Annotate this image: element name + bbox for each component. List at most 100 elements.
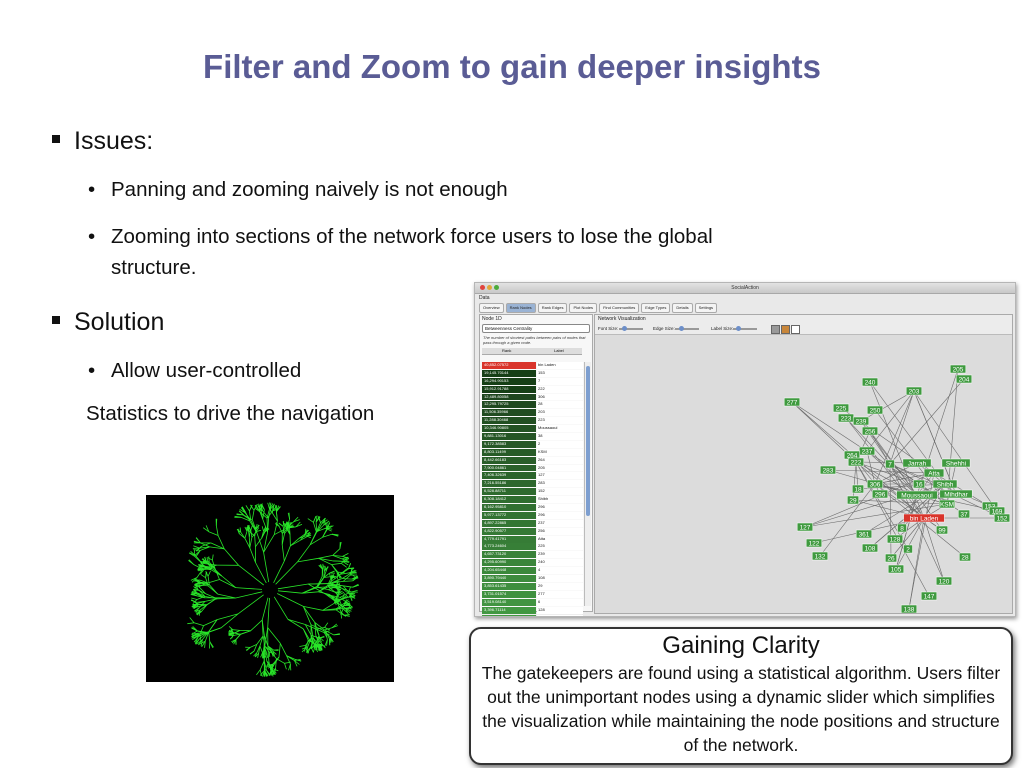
font-size-slider[interactable] [619, 328, 643, 330]
graph-node-box[interactable] [903, 513, 945, 523]
graph-node-box[interactable] [939, 489, 973, 499]
graph-node-box[interactable] [852, 484, 864, 494]
image-export-icon[interactable] [791, 325, 800, 334]
graph-node-box[interactable] [905, 386, 923, 396]
scrollbar-thumb[interactable] [586, 366, 590, 516]
graph-node-box[interactable] [958, 509, 970, 519]
graph-node-box[interactable] [923, 468, 945, 478]
zoom-icon[interactable] [494, 285, 499, 290]
graph-node-box[interactable] [852, 416, 870, 426]
graph-node-box[interactable] [805, 538, 823, 548]
tab-edge-types[interactable]: Edge Types [641, 303, 671, 313]
tab-find-communities[interactable]: Find Communities [599, 303, 640, 313]
edge-size-slider-knob[interactable] [679, 326, 684, 331]
graph-node-box[interactable] [903, 544, 913, 554]
graph-node-box[interactable] [896, 490, 938, 500]
graph-node[interactable]: 250 [866, 405, 884, 415]
graph-node-box[interactable] [871, 489, 889, 499]
graph-node[interactable]: 138 [900, 604, 918, 613]
graph-node[interactable]: 239 [852, 416, 870, 426]
graph-node-box[interactable] [932, 479, 958, 489]
graph-node[interactable]: 205 [949, 364, 967, 374]
graph-node-box[interactable] [897, 523, 907, 533]
graph-node-box[interactable] [847, 457, 865, 467]
graph-node[interactable]: 7 [885, 459, 895, 469]
graph-node-box[interactable] [855, 529, 873, 539]
graph-node[interactable]: 361 [855, 529, 873, 539]
graph-node[interactable]: Jarrah [902, 458, 932, 468]
graph-node-box[interactable] [936, 525, 948, 535]
graph-node-box[interactable] [900, 604, 918, 613]
graph-node-box[interactable] [902, 458, 932, 468]
graph-node[interactable]: 147 [920, 591, 938, 601]
column-rank[interactable]: Rank [502, 348, 512, 353]
graph-node[interactable]: 306 [866, 479, 884, 489]
graph-node[interactable]: 18 [852, 484, 864, 494]
graph-node[interactable]: Mihdhar [939, 489, 973, 499]
graph-node[interactable]: 127 [796, 522, 814, 532]
close-icon[interactable] [480, 285, 485, 290]
graph-node[interactable]: 152 [993, 513, 1011, 523]
graph-node[interactable]: 37 [958, 509, 970, 519]
graph-node[interactable]: 108 [861, 543, 879, 553]
graph-node[interactable]: 2 [903, 544, 913, 554]
graph-node[interactable]: 8 [897, 523, 907, 533]
graph-node[interactable]: 120 [935, 576, 953, 586]
graph-node-box[interactable] [941, 458, 971, 468]
tab-details[interactable]: Details [672, 303, 693, 313]
graph-node[interactable]: 223 [837, 413, 855, 423]
graph-node-box[interactable] [847, 495, 859, 505]
graph-node[interactable]: 29 [847, 495, 859, 505]
graph-node[interactable]: 128 [886, 534, 904, 544]
palette-icon[interactable] [781, 325, 790, 334]
graph-node-box[interactable] [949, 364, 967, 374]
graph-node-box[interactable] [920, 591, 938, 601]
graph-node[interactable]: 28 [959, 552, 971, 562]
graph-node-box[interactable] [811, 551, 829, 561]
color-swatch-icon[interactable] [771, 325, 780, 334]
minimize-icon[interactable] [487, 285, 492, 290]
graph-node-box[interactable] [935, 576, 953, 586]
graph-node[interactable]: 105 [887, 564, 905, 574]
graph-node-box[interactable] [885, 459, 895, 469]
graph-node[interactable]: 204 [955, 374, 973, 384]
graph-node-box[interactable] [993, 513, 1011, 523]
graph-node-box[interactable] [886, 534, 904, 544]
graph-node[interactable]: Shehhi [941, 458, 971, 468]
graph-node[interactable]: 225 [832, 403, 850, 413]
graph-node-box[interactable] [861, 426, 879, 436]
graph-node-box[interactable] [796, 522, 814, 532]
graph-node-box[interactable] [819, 465, 837, 475]
graph-node-box[interactable] [913, 479, 925, 489]
graph-node-box[interactable] [938, 499, 956, 509]
graph-node-box[interactable] [866, 479, 884, 489]
graph-node-box[interactable] [866, 405, 884, 415]
